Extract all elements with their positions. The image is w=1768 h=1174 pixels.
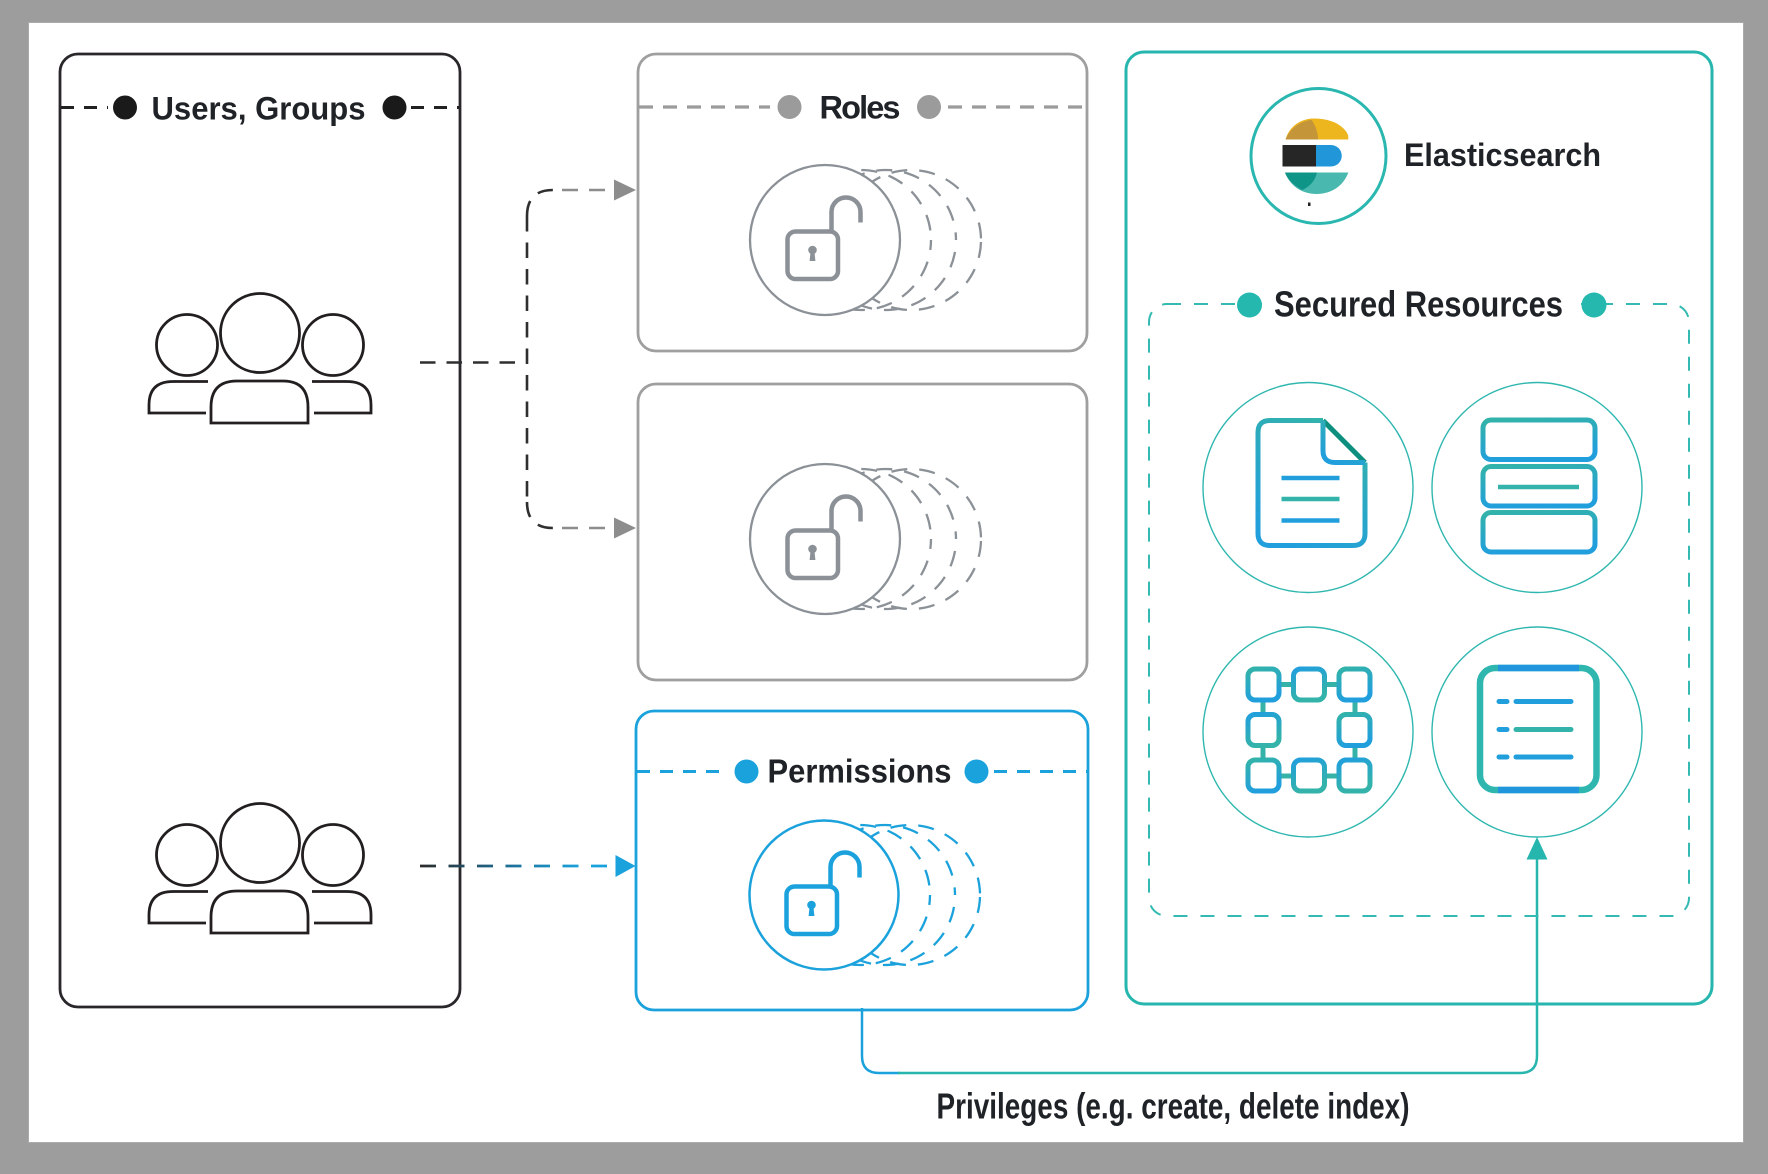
svg-text:Secured Resources: Secured Resources [1274, 284, 1563, 325]
svg-text:Roles: Roles [820, 90, 901, 126]
svg-text:Permissions: Permissions [768, 753, 952, 790]
svg-text:Privileges (e.g. create, delet: Privileges (e.g. create, delete index) [937, 1086, 1410, 1127]
svg-text:Elasticsearch: Elasticsearch [1404, 137, 1601, 173]
svg-text:Users, Groups: Users, Groups [152, 91, 366, 127]
